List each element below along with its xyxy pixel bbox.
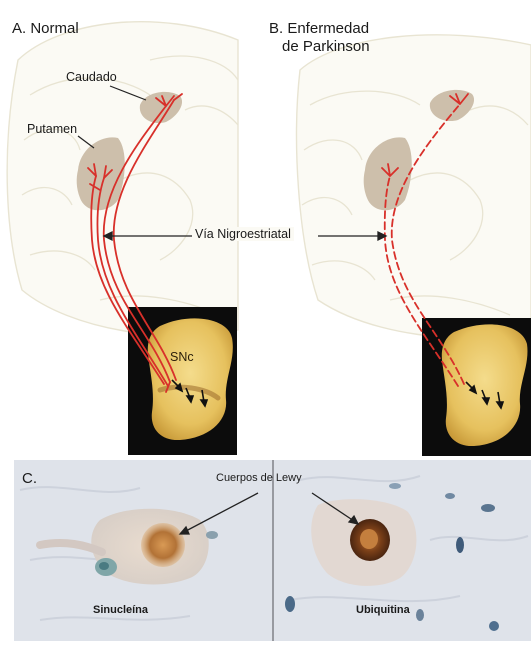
panel-c-title: C. (22, 470, 37, 487)
panel-a-title: A. Normal (12, 20, 79, 37)
brain-section-b (297, 35, 531, 339)
histology-panel (14, 460, 531, 641)
panel-b-title-line2: de Parkinson (282, 38, 370, 55)
brain-section-a (7, 22, 238, 336)
pathway-label: Vía Nigroestriatal (192, 227, 294, 241)
synuclein-label: Sinucleína (93, 604, 148, 617)
lewy-bodies-label: Cuerpos de Lewy (216, 472, 302, 485)
substantia-nigra-photo-a (128, 307, 237, 455)
putamen-label: Putamen (27, 122, 77, 136)
lewy-body-synuclein (141, 523, 185, 567)
panel-b-title-line1: B. Enfermedad (269, 20, 369, 37)
caudate-label: Caudado (66, 70, 117, 84)
substantia-nigra-photo-b (422, 318, 531, 456)
snc-label: SNc (170, 350, 194, 364)
ubiquitin-label: Ubiquitina (356, 604, 410, 617)
